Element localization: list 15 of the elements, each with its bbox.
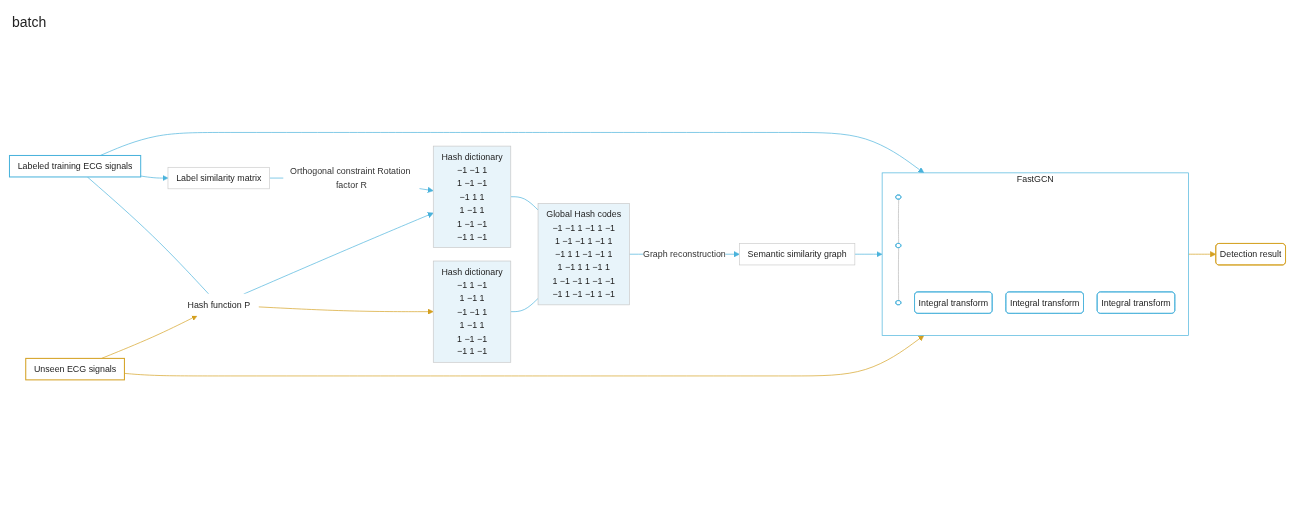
node-box: Label similarity matrix — [167, 167, 270, 190]
note-label: batch — [12, 14, 47, 30]
node-box: Global Hash codes −1 −1 1 −1 1 −1 1 −1 −1 1 −1 1 −1 1 1 −1 −1 1 1 −1 1 1 −1 1 1 −1 −1 1 −1 −1 −1 1 −1 −1 1 −1 — [537, 203, 630, 306]
connector — [510, 196, 539, 211]
node-box: Semantic similarity graph — [739, 243, 856, 266]
edge-label: Graph reconstruction — [642, 249, 726, 260]
node-box: Unseen ECG signals — [25, 358, 125, 381]
edge-label: Orthogonal constraint Rotation factor R — [290, 166, 411, 190]
node-text: Hash function P — [187, 299, 251, 311]
node-box: Hash dictionary −1 1 −1 1 −1 1 −1 −1 1 1 −1 1 1 −1 −1 −1 1 −1 — [432, 261, 512, 363]
connector — [510, 298, 539, 313]
node-box: Hash dictionary −1 −1 1 1 −1 −1 −1 1 1 1 −1 1 1 −1 −1 −1 1 −1 — [432, 146, 512, 249]
connector — [898, 247, 899, 302]
node-box: Labeled training ECG signals — [8, 155, 142, 178]
connector — [898, 199, 899, 245]
